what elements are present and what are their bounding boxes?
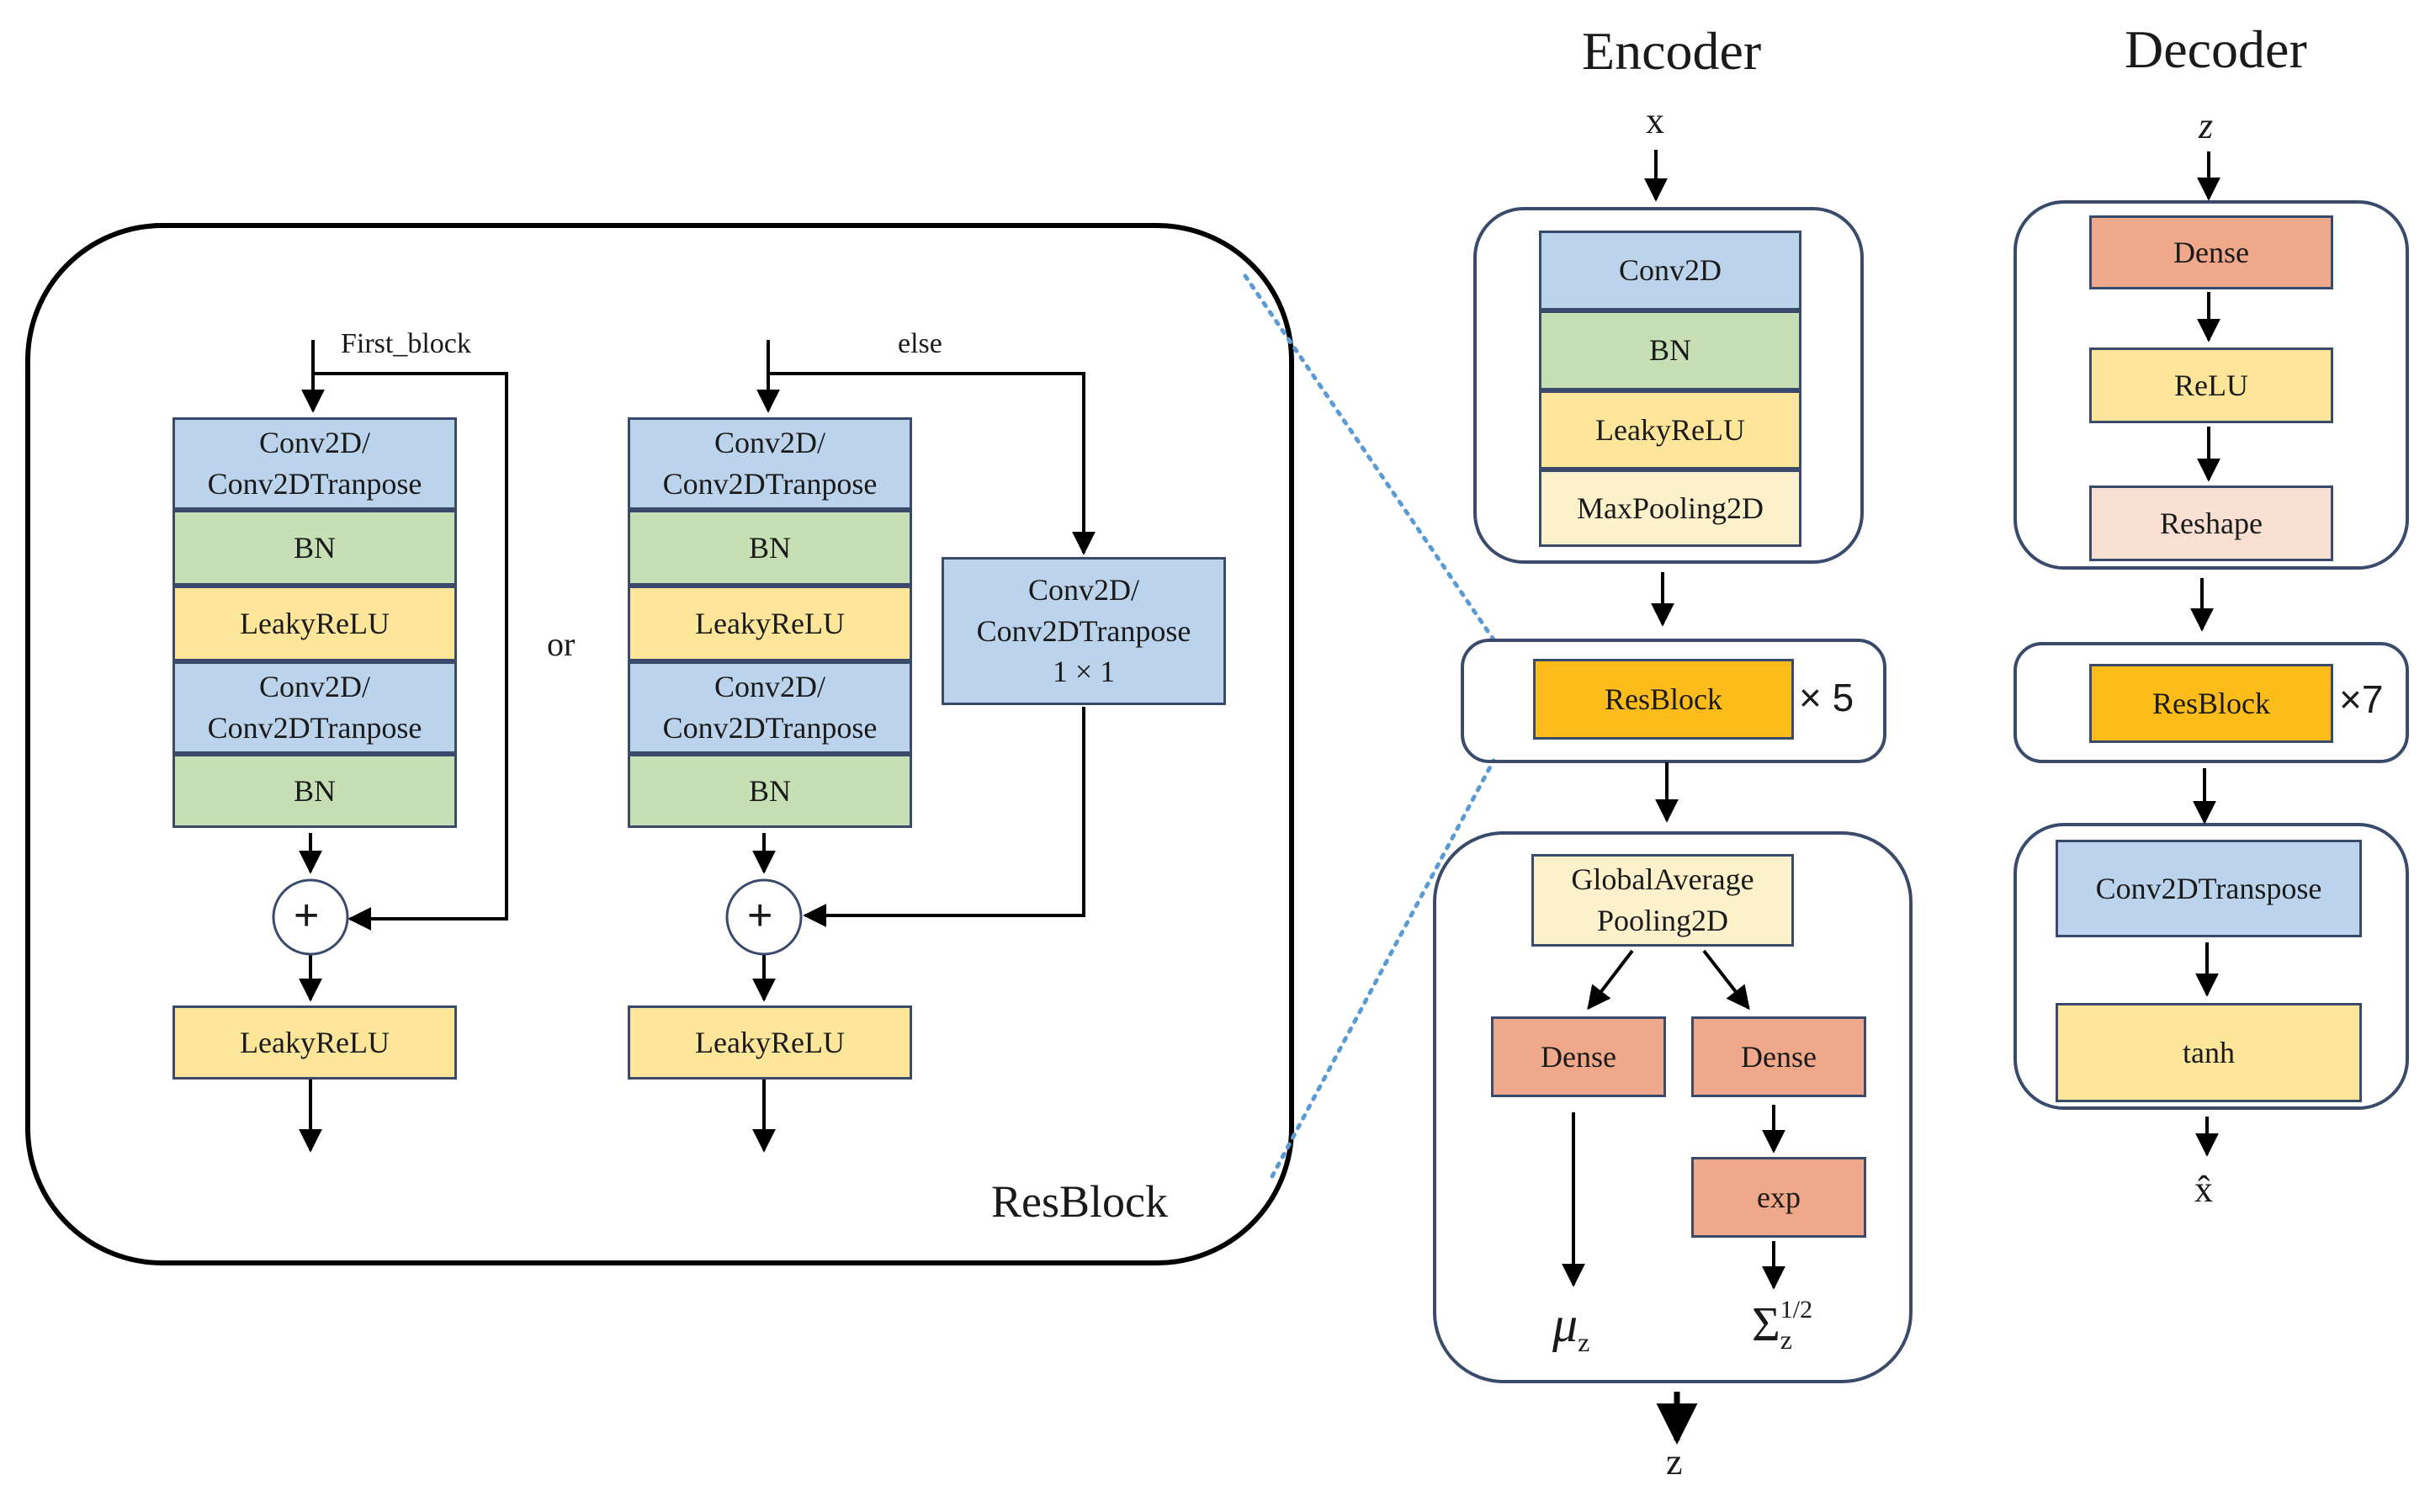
first-block-label: First_block bbox=[341, 328, 471, 359]
enc-resblock-repeat: × 5 bbox=[1799, 676, 1854, 719]
decoder-dense-container bbox=[2014, 200, 2409, 570]
encoder-input-label: x bbox=[1646, 100, 1664, 141]
enc-exp: exp bbox=[1691, 1157, 1866, 1238]
left-bn2: BN bbox=[172, 754, 457, 828]
encoder-head-container bbox=[1433, 831, 1913, 1383]
left-add-circle bbox=[272, 878, 349, 956]
right-conv1-line1: Conv2D/ bbox=[714, 426, 825, 460]
sigma-subscript: z bbox=[1780, 1324, 1792, 1355]
right-plus: + bbox=[747, 891, 773, 940]
encoder-output-label: z bbox=[1666, 1441, 1683, 1483]
encoder-conv-container bbox=[1473, 207, 1864, 564]
left-leakyrelu: LeakyReLU bbox=[172, 586, 457, 661]
dec-relu: ReLU bbox=[2089, 347, 2333, 423]
dec-conv2dtranspose: Conv2DTranspose bbox=[2056, 840, 2362, 937]
right-add-circle bbox=[725, 878, 803, 956]
right-out-leakyrelu: LeakyReLU bbox=[628, 1005, 912, 1080]
right-leakyrelu: LeakyReLU bbox=[628, 586, 912, 661]
enc-dense-sigma: Dense bbox=[1691, 1016, 1866, 1097]
zoom-connector-bottom bbox=[1270, 758, 1496, 1179]
enc-resblock: ResBlock bbox=[1533, 659, 1794, 740]
right-shortcut-line3: 1 × 1 bbox=[1052, 655, 1116, 689]
left-conv1-line2: Conv2DTranpose bbox=[207, 467, 422, 501]
right-bn2: BN bbox=[628, 754, 912, 828]
else-label: else bbox=[898, 328, 942, 359]
right-conv2-line1: Conv2D/ bbox=[714, 670, 825, 704]
sigma-label: Σ 1/2 z bbox=[1752, 1296, 1813, 1355]
left-bn1: BN bbox=[172, 510, 457, 586]
arrow-left-skip bbox=[313, 372, 508, 931]
right-conv2: Conv2D/ Conv2DTranpose bbox=[628, 661, 912, 754]
right-conv1-line2: Conv2DTranpose bbox=[662, 467, 878, 501]
encoder-resblock-container bbox=[1461, 639, 1886, 763]
dec-tanh: tanh bbox=[2056, 1003, 2362, 1102]
arrow-group bbox=[299, 150, 2220, 1445]
left-conv1-line1: Conv2D/ bbox=[258, 426, 370, 460]
right-shortcut-line1: Conv2D/ bbox=[1027, 573, 1139, 607]
enc-gap-line2: Pooling2D bbox=[1596, 904, 1729, 937]
decoder-title: Decoder bbox=[2125, 19, 2307, 79]
right-bn1: BN bbox=[628, 510, 912, 586]
enc-bn: BN bbox=[1539, 310, 1801, 390]
decoder-resblock-container bbox=[2014, 642, 2409, 763]
arrow-right-skip-out bbox=[803, 707, 1085, 927]
dec-reshape: Reshape bbox=[2089, 485, 2333, 561]
dec-dense: Dense bbox=[2089, 215, 2333, 289]
mu-label: μz bbox=[1552, 1296, 1589, 1358]
mu-subscript: z bbox=[1578, 1327, 1590, 1357]
right-conv1: Conv2D/ Conv2DTranpose bbox=[628, 417, 912, 510]
left-conv2-line2: Conv2DTranpose bbox=[207, 711, 422, 745]
left-out-leakyrelu: LeakyReLU bbox=[172, 1005, 457, 1080]
resblock-container bbox=[25, 223, 1294, 1265]
right-shortcut-conv: Conv2D/ Conv2DTranpose 1 × 1 bbox=[942, 557, 1226, 705]
sigma-superscript: 1/2 bbox=[1780, 1296, 1813, 1324]
mu-symbol: μ bbox=[1552, 1297, 1578, 1352]
enc-dense-mu: Dense bbox=[1491, 1016, 1666, 1097]
zoom-connector-top bbox=[1243, 273, 1496, 642]
decoder-output-container bbox=[2014, 823, 2409, 1110]
decoder-input-label: z bbox=[2199, 105, 2214, 146]
resblock-title: ResBlock bbox=[991, 1176, 1168, 1227]
left-conv2: Conv2D/ Conv2DTranpose bbox=[172, 661, 457, 754]
arrow-enc-gap-dense-left bbox=[1587, 949, 1634, 1011]
dec-resblock: ResBlock bbox=[2089, 664, 2333, 743]
dec-resblock-repeat: ×7 bbox=[2339, 677, 2384, 721]
enc-leakyrelu: LeakyReLU bbox=[1539, 390, 1801, 470]
left-plus: + bbox=[294, 891, 320, 940]
decoder-output-label: x̂ bbox=[2194, 1169, 2213, 1210]
enc-conv2d: Conv2D bbox=[1539, 231, 1801, 310]
left-conv1: Conv2D/ Conv2DTranpose bbox=[172, 417, 457, 510]
arrow-right-skip-in bbox=[768, 372, 1096, 555]
right-conv2-line2: Conv2DTranpose bbox=[662, 711, 878, 745]
encoder-title: Encoder bbox=[1582, 21, 1762, 81]
arrow-enc-gap-dense-right bbox=[1702, 949, 1750, 1011]
sigma-symbol: Σ bbox=[1752, 1297, 1780, 1351]
enc-gap: GlobalAverage Pooling2D bbox=[1531, 854, 1794, 947]
enc-gap-line1: GlobalAverage bbox=[1571, 862, 1754, 897]
enc-maxpooling2d: MaxPooling2D bbox=[1539, 470, 1801, 547]
or-label: or bbox=[547, 625, 576, 663]
left-conv2-line1: Conv2D/ bbox=[258, 670, 370, 704]
right-shortcut-line2: Conv2DTranpose bbox=[976, 613, 1191, 648]
